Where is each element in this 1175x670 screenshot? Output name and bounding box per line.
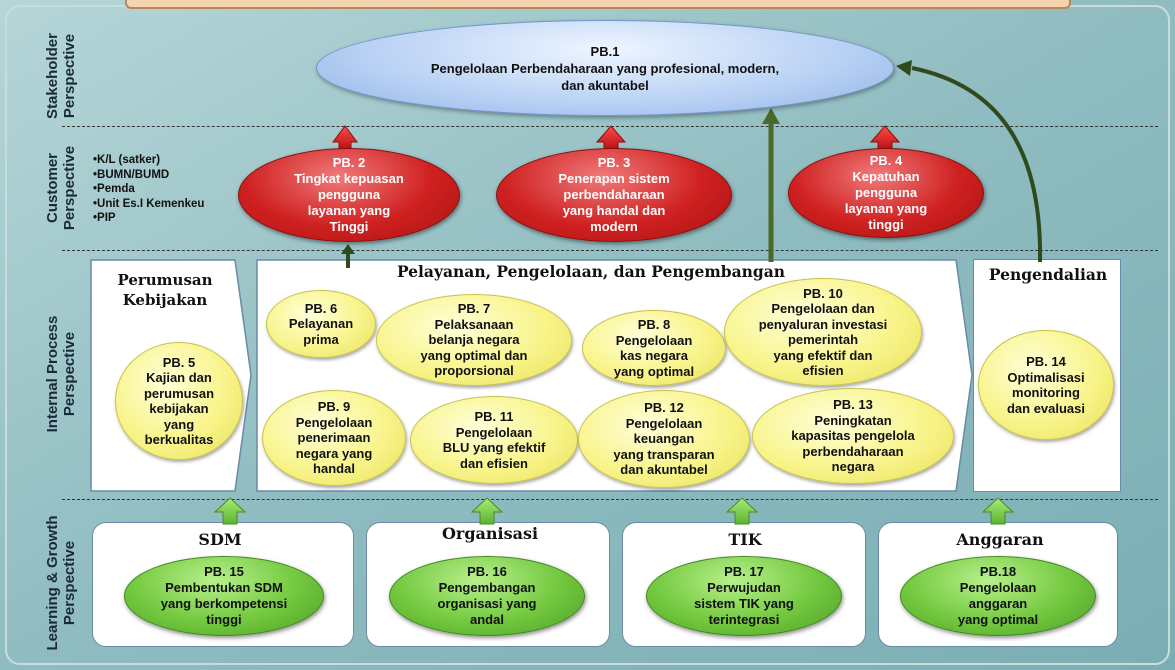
pb5-objective: PB. 5 Kajian dan perumusan kebijakan yan…	[115, 342, 243, 460]
pb14-objective: PB. 14 Optimalisasi monitoring dan evalu…	[978, 330, 1114, 440]
pb12-text: PB. 12 Pengelolaan keuangan yang transpa…	[613, 400, 715, 478]
customer-item-unit-es: Unit Es.I Kemenkeu	[93, 197, 204, 212]
separator-internal-learning	[62, 499, 1158, 500]
pb12-objective: PB. 12 Pengelolaan keuangan yang transpa…	[578, 390, 750, 488]
pb7-objective: PB. 7 Pelaksanaan belanja negara yang op…	[376, 294, 572, 386]
title-bar	[125, 0, 1071, 9]
anggaran-title: Anggaran	[956, 530, 1044, 549]
customer-list: K/L (satker) BUMN/BUMD Pemda Unit Es.I K…	[93, 153, 204, 226]
pb5-text: PB. 5 Kajian dan perumusan kebijakan yan…	[143, 354, 215, 448]
pb1-objective: PB.1 Pengelolaan Perbendaharaan yang pro…	[316, 20, 894, 116]
pb9-text: PB. 9 Pengelolaan penerimaan negara yang…	[295, 399, 373, 477]
pb17-text: PB. 17 Perwujudan sistem TIK yang terint…	[694, 564, 794, 627]
internal-process-perspective-label: Internal Process Perspective	[44, 315, 78, 433]
pengendalian-title: Pengendalian	[988, 265, 1108, 284]
pb2-objective: PB. 2 Tingkat kepuasan pengguna layanan …	[238, 148, 460, 242]
pb4-text: PB. 4 Kepatuhan pengguna layanan yang ti…	[844, 153, 928, 232]
pb17-objective: PB. 17 Perwujudan sistem TIK yang terint…	[646, 556, 842, 636]
customer-item-pip: PIP	[93, 211, 204, 226]
stakeholder-perspective-label: Stakeholder Perspective	[44, 33, 78, 119]
pb6-text: PB. 6 Pelayanan prima	[288, 300, 354, 347]
pb6-objective: PB. 6 Pelayanan prima	[266, 290, 376, 358]
pb9-objective: PB. 9 Pengelolaan penerimaan negara yang…	[262, 390, 406, 486]
pb13-text: PB. 13 Peningkatan kapasitas pengelola p…	[791, 397, 915, 475]
pb8-objective: PB. 8 Pengelolaan kas negara yang optima…	[582, 310, 726, 386]
customer-item-bumn: BUMN/BUMD	[93, 168, 204, 183]
pb10-objective: PB. 10 Pengelolaan dan penyaluran invest…	[724, 278, 922, 386]
perumusan-title: Perumusan Kebijakan	[117, 271, 213, 309]
tik-title: TIK	[728, 530, 762, 549]
pb10-text: PB. 10 Pengelolaan dan penyaluran invest…	[758, 285, 888, 379]
learning-growth-perspective-label: Learning & Growth Perspective	[44, 515, 78, 651]
separator-customer-internal	[62, 250, 1158, 251]
sdm-title: SDM	[198, 530, 242, 549]
pb3-objective: PB. 3 Penerapan sistem perbendaharaan ya…	[496, 148, 732, 242]
pelayanan-title: Pelayanan, Pengelolaan, dan Pengembangan	[396, 262, 786, 281]
pb11-text: PB. 11 Pengelolaan BLU yang efektif dan …	[442, 409, 546, 471]
pb15-objective: PB. 15 Pembentukan SDM yang berkompetens…	[124, 556, 324, 636]
pb2-text: PB. 2 Tingkat kepuasan pengguna layanan …	[294, 155, 404, 234]
pb14-text: PB. 14 Optimalisasi monitoring dan evalu…	[1006, 354, 1086, 416]
pb3-text: PB. 3 Penerapan sistem perbendaharaan ya…	[558, 155, 670, 234]
customer-item-pemda: Pemda	[93, 182, 204, 197]
organisasi-title: Organisasi	[441, 524, 539, 543]
pb15-text: PB. 15 Pembentukan SDM yang berkompetens…	[160, 564, 288, 627]
pb7-text: PB. 7 Pelaksanaan belanja negara yang op…	[420, 301, 528, 379]
customer-item-kl: K/L (satker)	[93, 153, 204, 168]
pb8-text: PB. 8 Pengelolaan kas negara yang optima…	[613, 317, 695, 379]
pb16-objective: PB. 16 Pengembangan organisasi yang anda…	[389, 556, 585, 636]
pb11-objective: PB. 11 Pengelolaan BLU yang efektif dan …	[410, 396, 578, 484]
separator-stakeholder-customer	[62, 126, 1158, 127]
pb18-text: PB.18 Pengelolaan anggaran yang optimal	[957, 564, 1039, 627]
pb16-text: PB. 16 Pengembangan organisasi yang anda…	[437, 564, 537, 627]
customer-perspective-label: Customer Perspective	[44, 145, 78, 231]
pb1-text: PB.1 Pengelolaan Perbendaharaan yang pro…	[430, 43, 780, 93]
pb4-objective: PB. 4 Kepatuhan pengguna layanan yang ti…	[788, 148, 984, 238]
pb18-objective: PB.18 Pengelolaan anggaran yang optimal	[900, 556, 1096, 636]
pb13-objective: PB. 13 Peningkatan kapasitas pengelola p…	[752, 388, 954, 484]
